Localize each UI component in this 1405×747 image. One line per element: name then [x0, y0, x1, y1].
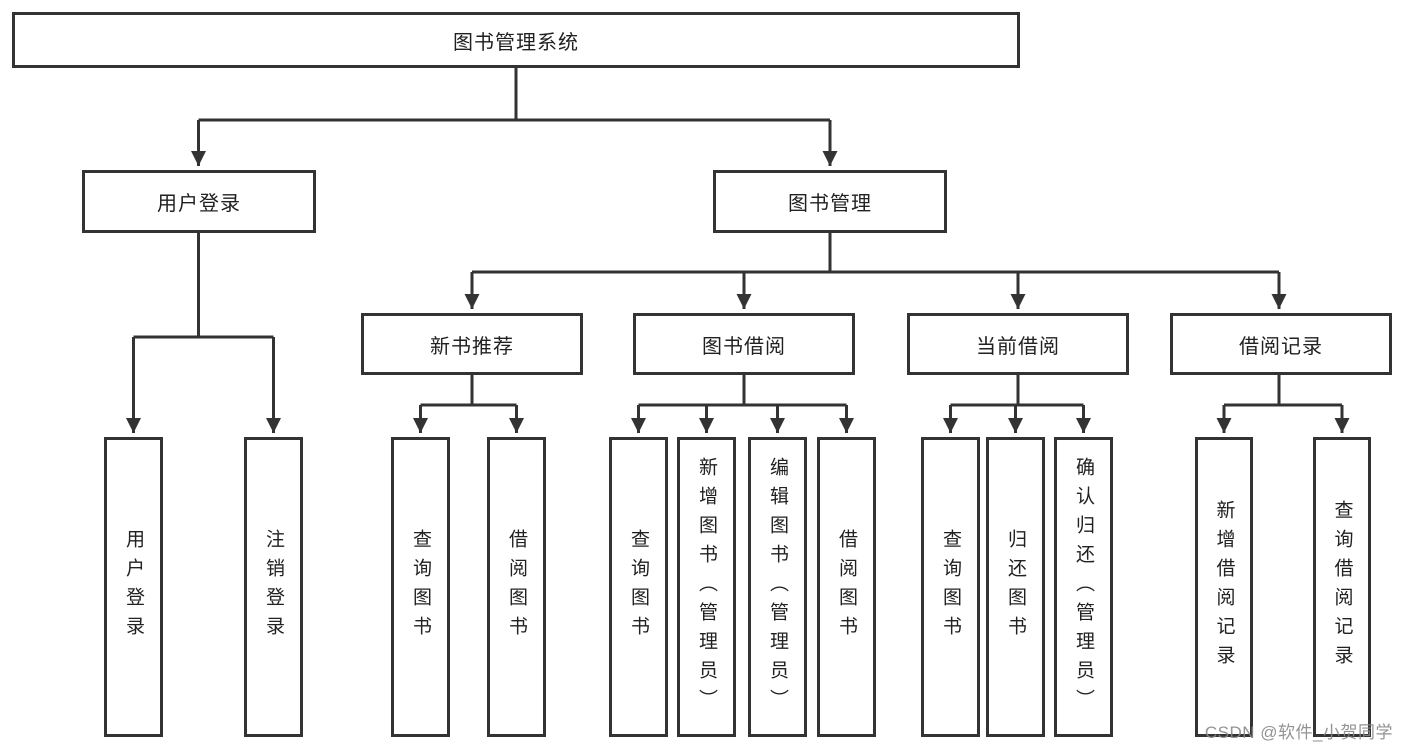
- leaf-label: 新增借阅记录: [1213, 500, 1235, 674]
- node-user-login: 用户登录: [82, 170, 316, 233]
- leaf-edit-books-admin: 编辑图书（管理员）: [748, 437, 807, 737]
- leaf-logout: 注销登录: [244, 437, 303, 737]
- connector-arrows: [126, 120, 1350, 433]
- leaf-borrow-books: 借阅图书: [817, 437, 876, 737]
- leaf-label: 查询借阅记录: [1331, 500, 1353, 674]
- node-current-borrowing: 当前借阅: [907, 313, 1129, 375]
- node-label: 新书推荐: [430, 335, 514, 358]
- leaf-label: 借阅图书: [506, 529, 527, 645]
- node-label: 借阅记录: [1239, 335, 1323, 358]
- node-label: 图书管理: [788, 193, 872, 215]
- leaf-query-books-recommend: 查询图书: [391, 437, 450, 737]
- node-label: 用户登录: [157, 193, 241, 215]
- leaf-label: 查询图书: [628, 529, 649, 645]
- leaf-label: 查询图书: [410, 529, 431, 645]
- leaf-query-borrow-record: 查询借阅记录: [1313, 437, 1371, 737]
- leaf-add-books-admin: 新增图书（管理员）: [677, 437, 736, 737]
- node-label: 当前借阅: [976, 335, 1060, 358]
- node-label: 图书管理系统: [453, 31, 579, 54]
- leaf-confirm-return-admin: 确认归还（管理员）: [1054, 437, 1113, 737]
- node-label: 图书借阅: [702, 335, 786, 358]
- leaf-label: 归还图书: [1005, 529, 1026, 645]
- leaf-label: 注销登录: [263, 529, 284, 645]
- node-new-book-recommendation: 新书推荐: [361, 313, 583, 375]
- leaf-label: 查询图书: [940, 529, 961, 645]
- leaf-label: 用户登录: [123, 529, 144, 645]
- csdn-watermark: CSDN @软件_小贺同学: [1204, 723, 1393, 742]
- node-borrowing-records: 借阅记录: [1170, 313, 1392, 375]
- leaf-user-login: 用户登录: [104, 437, 163, 737]
- node-book-management: 图书管理: [713, 170, 947, 233]
- leaf-add-borrow-record: 新增借阅记录: [1195, 437, 1253, 737]
- leaf-query-books-borrowing: 查询图书: [609, 437, 668, 737]
- leaf-label: 借阅图书: [836, 529, 857, 645]
- leaf-label: 编辑图书（管理员）: [767, 456, 788, 718]
- node-book-borrowing: 图书借阅: [633, 313, 855, 375]
- leaf-return-books: 归还图书: [986, 437, 1045, 737]
- leaf-query-books-current: 查询图书: [921, 437, 980, 737]
- leaf-label: 确认归还（管理员）: [1073, 456, 1094, 718]
- node-library-management-system: 图书管理系统: [12, 12, 1020, 68]
- leaf-label: 新增图书（管理员）: [696, 456, 717, 718]
- leaf-borrow-books-recommend: 借阅图书: [487, 437, 546, 737]
